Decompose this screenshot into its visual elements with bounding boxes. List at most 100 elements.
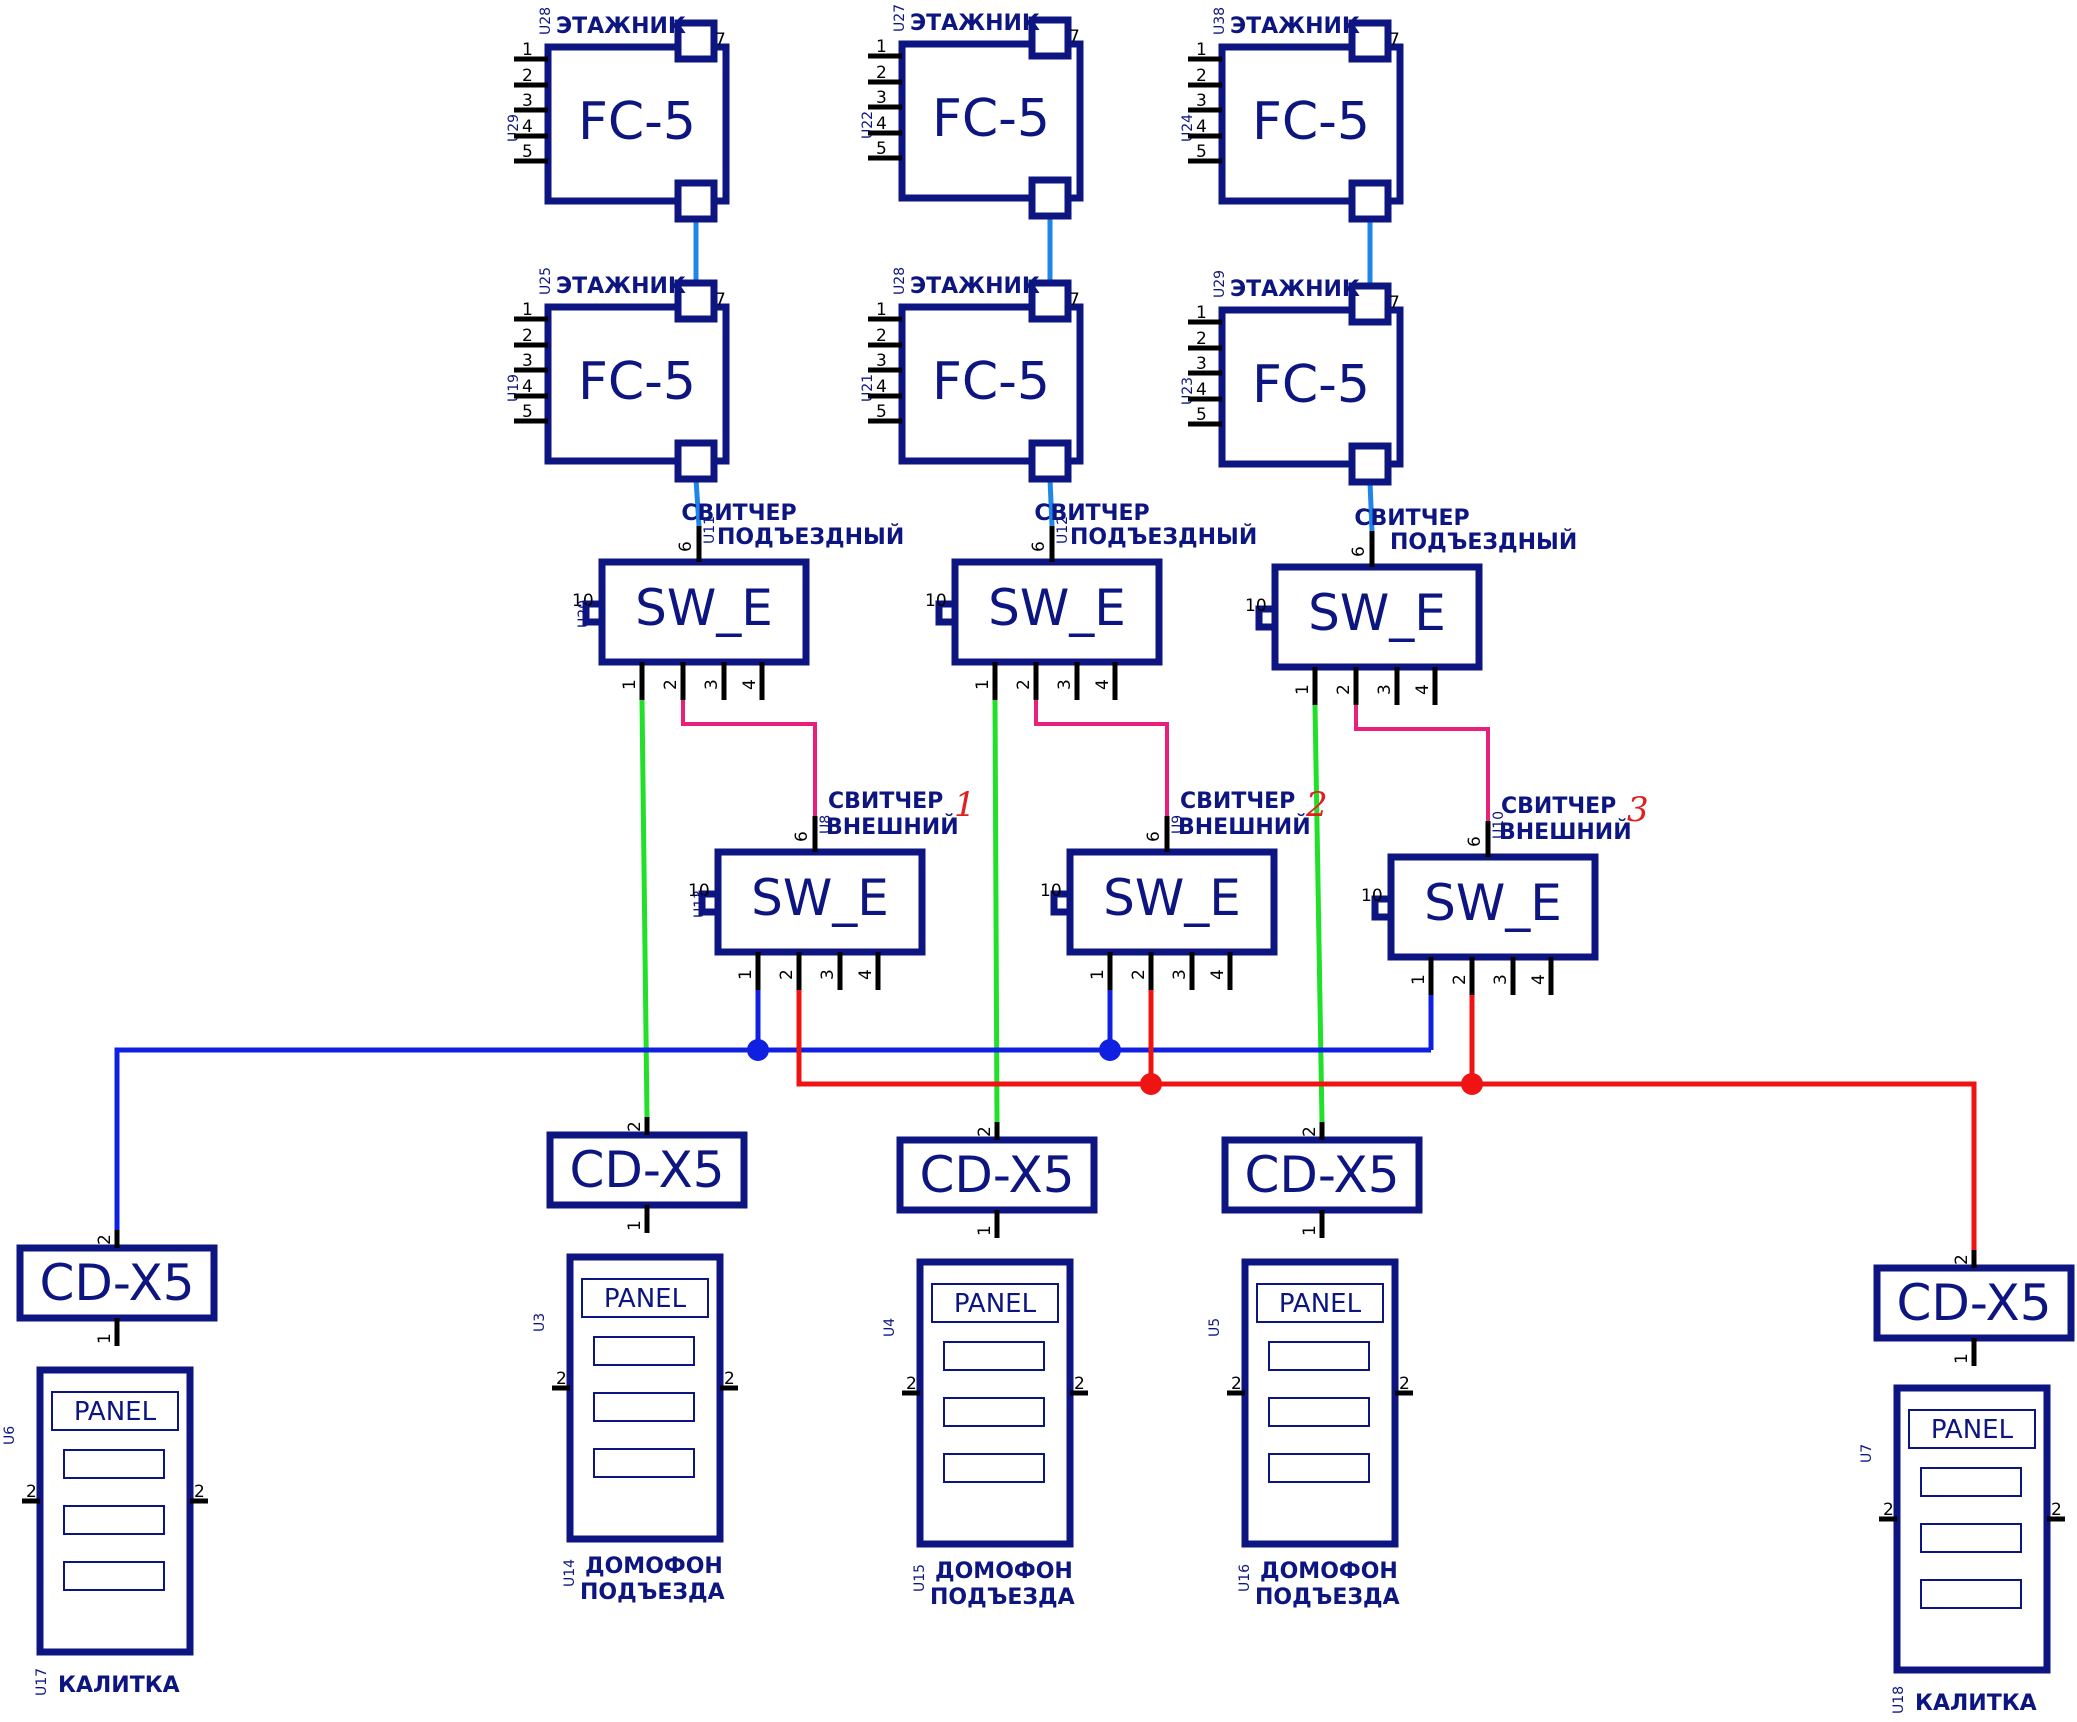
floor-controller-body <box>544 303 730 465</box>
floor-pin-number: 1 <box>522 40 533 60</box>
switch-top-pin-number: 6 <box>676 541 696 552</box>
floor-controller-body <box>898 303 1084 465</box>
red-bus-junction <box>1461 1073 1483 1095</box>
call-panel-pin-number: 2 <box>1231 1374 1242 1394</box>
switch-top-ref: U11 <box>702 516 718 544</box>
call-panel-button <box>943 1397 1045 1427</box>
floor-controller-body <box>1218 43 1404 205</box>
floor-socket-pin-number: 7 <box>715 30 726 50</box>
intercom-label: ПОДЪЕЗДА <box>930 1585 1075 1610</box>
red-bus-wire <box>796 990 1977 1250</box>
floor-ref: U27 <box>892 4 908 32</box>
floor-pin-number: 4 <box>876 114 887 134</box>
external-switch-number: 1 <box>954 785 976 825</box>
gate-ref: U17 <box>34 1668 50 1696</box>
call-panel-ref: U3 <box>532 1313 548 1332</box>
call-panel-button <box>593 1336 695 1366</box>
switch-top-pin-number: 6 <box>1029 541 1049 552</box>
external-switch-label: ВНЕШНИЙ <box>1499 819 1632 845</box>
floor-pin-number: 5 <box>1196 405 1207 425</box>
floor-pin-number: 3 <box>522 91 533 111</box>
floor-to-switch-wire <box>1047 478 1055 527</box>
call-panel-display <box>51 1391 179 1431</box>
floor-pin-number: 3 <box>522 351 533 371</box>
floor-controller-body <box>1218 306 1404 468</box>
floor-pin-number: 4 <box>1196 117 1207 137</box>
call-panel-pin-number: 2 <box>1883 1500 1894 1520</box>
floor-ref: U28 <box>538 7 554 35</box>
switch-body <box>951 558 1163 666</box>
cd-module-body <box>1873 1264 2075 1342</box>
entrance-link-wire <box>1312 704 1325 1123</box>
blue-bus-wire <box>114 1047 1431 1230</box>
components-layer: FC-57ЭТАЖНИКU28U2912345FC-57ЭТАЖНИКU25U1… <box>2 4 2075 1716</box>
floor-controller-name: FC-5 <box>932 89 1050 149</box>
external-switch-label: СВИТЧЕР <box>828 789 943 814</box>
switch-pin-number: 1 <box>736 969 756 980</box>
switch-side-pin: 10 <box>1361 886 1383 906</box>
external-switch-label: ВНЕШНИЙ <box>826 814 959 840</box>
switch-pin-number: 2 <box>661 679 681 690</box>
cd-module-top-pin-number: 2 <box>625 1121 645 1132</box>
intercom-label: ДОМОФОН <box>1260 1559 1398 1584</box>
switch-pin-number: 2 <box>777 969 797 980</box>
floor-label: ЭТАЖНИК <box>556 274 686 299</box>
call-panel-ref: U7 <box>1859 1444 1875 1463</box>
call-panel-display <box>581 1278 709 1318</box>
cd-module-name: CD-X5 <box>919 1146 1074 1204</box>
floor-controller-name: FC-5 <box>578 352 696 412</box>
cd-module: CD-X5 1 2 <box>546 1117 748 1233</box>
switch-side-ref: U13 <box>692 890 708 918</box>
switch-name: SW_E <box>1308 584 1446 642</box>
floor-pin-number: 2 <box>1196 329 1207 349</box>
external-switch-label: СВИТЧЕР <box>1501 794 1616 819</box>
call-panel-pin-number: 2 <box>1399 1374 1410 1394</box>
floor-ref: U29 <box>1212 270 1228 298</box>
floor-pin-number: 1 <box>876 300 887 320</box>
call-panel-display <box>931 1283 1059 1323</box>
entrance-switch-label: СВИТЧЕР <box>1354 506 1469 531</box>
call-panel-button <box>1268 1453 1370 1483</box>
switch-pin-number: 1 <box>1409 974 1429 985</box>
switch-side-pin: 10 <box>1040 881 1062 901</box>
floor-pin-number: 5 <box>876 402 887 422</box>
floor-pin-number: 2 <box>876 326 887 346</box>
call-panel-button <box>1268 1341 1370 1371</box>
switch-pin-number: 3 <box>818 969 838 980</box>
cd-module-name: CD-X5 <box>1244 1146 1399 1204</box>
floor-pin-number: 5 <box>522 142 533 162</box>
intercom-label: ПОДЪЕЗДА <box>580 1580 725 1605</box>
floor-bottom-socket <box>1028 439 1072 483</box>
call-panel-pin-number: 2 <box>194 1482 205 1502</box>
floor-pin-number: 4 <box>522 117 533 137</box>
uplink-wire <box>1354 705 1490 821</box>
call-panel-pin-number: 2 <box>2051 1500 2062 1520</box>
floor-label: ЭТАЖНИК <box>1230 277 1360 302</box>
floor-controller-name: FC-5 <box>1252 355 1370 415</box>
cd-module-bottom-pin-number: 1 <box>975 1225 995 1236</box>
switch-body <box>714 848 926 956</box>
switch-top-ref: U8 <box>818 815 834 834</box>
call-panel-pin-number: 2 <box>724 1369 735 1389</box>
floor-pin-number: 3 <box>876 88 887 108</box>
cd-module-bottom-pin-number: 1 <box>1952 1353 1972 1364</box>
uplink-wire <box>681 700 817 816</box>
switch-name: SW_E <box>1103 869 1241 927</box>
switch-name: SW_E <box>635 579 773 637</box>
floor-socket-pin-number: 7 <box>1069 27 1080 47</box>
blue-bus-junction <box>747 1039 769 1061</box>
cd-module-name: CD-X5 <box>569 1141 724 1199</box>
floor-label: ЭТАЖНИК <box>910 11 1040 36</box>
call-panel-button <box>1920 1467 2022 1497</box>
floor-pin-number: 3 <box>1196 91 1207 111</box>
cd-module-bottom-pin-number: 1 <box>625 1220 645 1231</box>
